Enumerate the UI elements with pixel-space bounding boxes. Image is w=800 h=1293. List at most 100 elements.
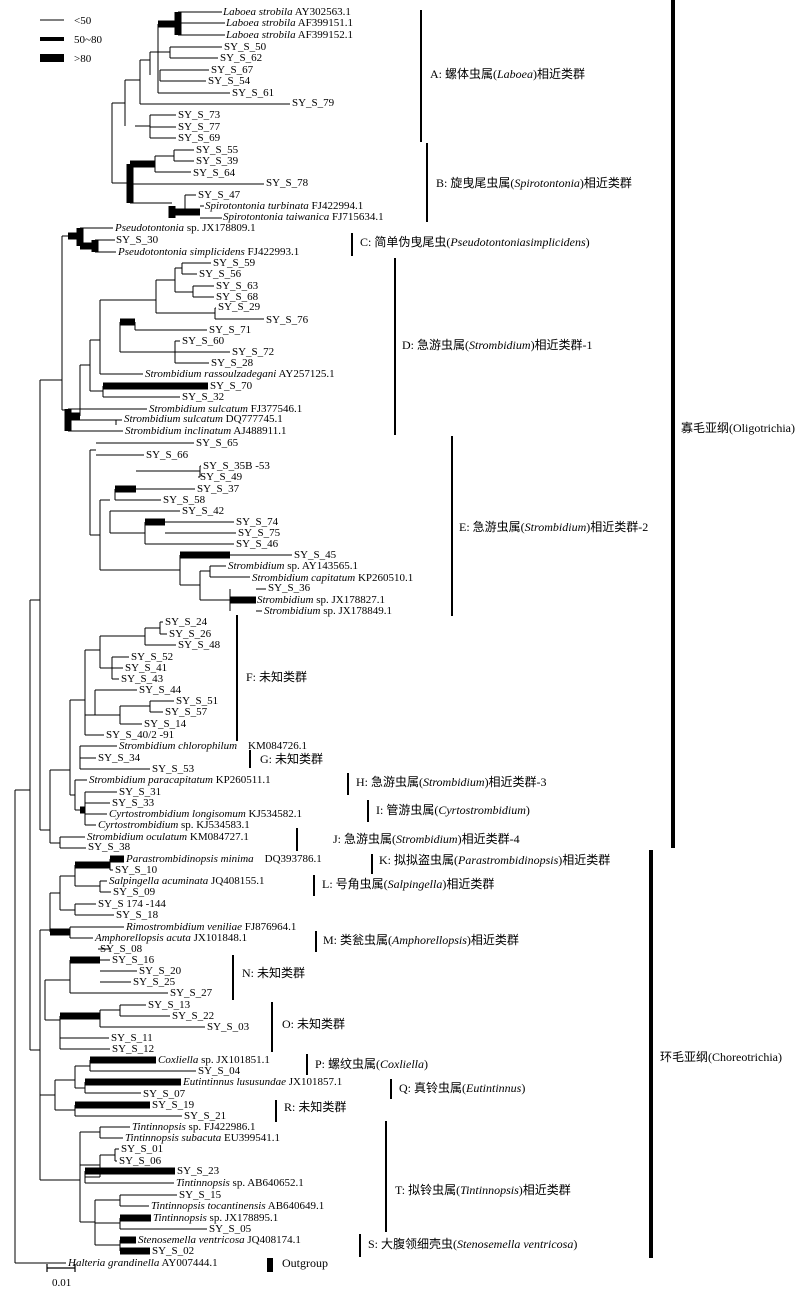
class-label: 环毛亚纲(Choreotrichia) (660, 1050, 782, 1064)
tip-label: SY_S_69 (178, 132, 221, 144)
tip-label-part: AY007444.1 (159, 1257, 217, 1269)
tip-label: Strombidium sp. AY143565.1 (228, 560, 358, 572)
tip-label-part: Strombidium rassoulzadegani (145, 368, 276, 380)
tip-label-part: Halteria grandinella (67, 1257, 160, 1269)
group-label: G: 未知类群 (260, 752, 323, 766)
tip-label-part: SY_S_07 (143, 1088, 186, 1100)
tip-label-part: Parastrombidinopsis minima (125, 853, 254, 865)
group-label-part: Parastrombidinopsis (457, 853, 559, 867)
group-label: M: 类瓮虫属(Amphorellopsis)相近类群 (323, 933, 519, 947)
tip-label: SY_S_15 (179, 1189, 222, 1201)
tip-label: SY_S_52 (131, 651, 173, 663)
tip-label: SY_S_66 (146, 449, 189, 461)
tip-label-part: SY_S_04 (198, 1065, 241, 1077)
tip-label: SY_S_63 (216, 280, 259, 292)
legend-label-low: <50 (74, 15, 92, 27)
tip-label-part: SY_S_45 (294, 549, 337, 561)
tip-label-part: SY_S_26 (169, 628, 212, 640)
group-label-part: D: 急游虫属( (402, 337, 469, 352)
tip-label: SY_S_09 (113, 886, 156, 898)
tip-label-part: SY_S_77 (178, 121, 221, 133)
group-label-part: M: 类瓮虫属( (323, 933, 392, 947)
tip-label-part: SY_S_40/2 -91 (106, 729, 174, 741)
tip-label: SY_S_77 (178, 121, 221, 133)
group-label-part: R: 未知类群 (284, 1100, 346, 1114)
tip-label-part: Strombidium inclinatum (125, 425, 231, 437)
tip-label: SY_S_53 (152, 763, 195, 775)
group-label: E: 急游虫属(Strombidium)相近类群-2 (459, 519, 648, 534)
tip-label: SY_S_04 (198, 1065, 241, 1077)
tip-label: SY_S_70 (210, 380, 253, 392)
tip-label-part: Tintinnopsis (176, 1177, 230, 1189)
tip-label: SY_S_54 (208, 75, 251, 87)
tip-label-part: SY_S_44 (139, 684, 182, 696)
tip-label-part: sp. JX178895.1 (207, 1212, 279, 1224)
group-label-part: ) (526, 803, 530, 817)
tip-label-part: SY_S_36 (268, 582, 311, 594)
class-label-part: 寡毛亚纲(Oligotrichia) (681, 420, 795, 435)
scale-bar: 0.01 (46, 1264, 76, 1289)
group-label-part: Laboea (496, 67, 533, 81)
tip-label: SY_S_55 (196, 144, 239, 156)
tip-label-part: Cyrtostrombidium (98, 819, 178, 831)
tip-label-part: SY_S_19 (152, 1099, 195, 1111)
tip-label-part: SY_S_31 (119, 786, 161, 798)
group-label: O: 未知类群 (282, 1017, 345, 1031)
tip-label-part: SY_S_02 (152, 1245, 194, 1257)
tip-label-part: Strombidium capitatum (252, 572, 355, 584)
tip-label-part: JQ408174.1 (245, 1234, 301, 1246)
tip-label-part: Amphorellopsis acuta (94, 932, 191, 944)
tip-label: SY_S_37 (197, 483, 240, 495)
tip-label: SY_S_44 (139, 684, 182, 696)
tip-label-part: SY_S_49 (200, 471, 243, 483)
group-label: D: 急游虫属(Strombidium)相近类群-1 (402, 337, 593, 352)
tip-label: Laboea strobila AF399152.1 (225, 29, 353, 41)
group-label-part: Stenosemella ventricosa (457, 1237, 573, 1251)
tip-label: SY_S_05 (209, 1223, 252, 1235)
tip-label-part: SY_S_03 (207, 1021, 250, 1033)
group-label-part: G: 未知类群 (260, 752, 323, 766)
tip-label: Strombidium sulcatum DQ777745.1 (124, 413, 283, 425)
tip-label-part: SY_S_08 (100, 943, 143, 955)
tip-label: Strombidium sp. JX178827.1 (257, 594, 385, 606)
tip-label-part: Strombidium (264, 605, 320, 617)
tip-label-part: SY_S_72 (232, 346, 274, 358)
tip-label: SY_S_61 (232, 87, 274, 99)
tip-label-part: SY_S_21 (184, 1110, 226, 1122)
tip-label-part: Pseudotontonia simplicidens (117, 246, 245, 258)
tip-label-part: SY_S_65 (196, 437, 239, 449)
tip-label: Tintinnopsis sp. AB640652.1 (176, 1177, 304, 1189)
tip-label: SY_S_51 (176, 695, 218, 707)
group-label: B: 旋曳尾虫属(Spirotontonia)相近类群 (436, 176, 632, 190)
tip-label-part: Pseudotontonia (114, 222, 185, 234)
tip-label-part: SY_S_35B -53 (203, 460, 270, 472)
tip-label-part: sp. JX178809.1 (184, 222, 256, 234)
tip-label: SY_S_39 (196, 155, 239, 167)
tip-label-part: Spirotontonia turbinata (205, 200, 309, 212)
tip-label: Laboea strobila AF399151.1 (225, 17, 353, 29)
tip-label-part: SY_S_06 (119, 1155, 162, 1167)
tip-label-part: SY_S_28 (211, 357, 254, 369)
group-label-part: H: 急游虫属( (356, 774, 423, 789)
tip-label-part: Strombidium paracapitatum (89, 774, 213, 786)
group-label-part: K: 拟拟盗虫属( (379, 852, 458, 867)
group-label-part: )相近类群 (580, 176, 632, 190)
tip-label-part: SY_S_38 (88, 841, 131, 853)
tip-label-part: FJ715634.1 (329, 211, 383, 223)
tip-label: SY_S_71 (209, 324, 251, 336)
tip-label-part: SY_S_20 (139, 965, 182, 977)
tip-label: Stenosemella ventricosa JQ408174.1 (138, 1234, 301, 1246)
tip-label-part: SY_S_42 (182, 505, 224, 517)
tip-label-part: sp. FJ422986.1 (186, 1121, 256, 1133)
tip-label-part: SY_S_29 (218, 301, 261, 313)
tip-label-part: FJ876964.1 (242, 921, 296, 933)
group-label-part: )相近类群 (558, 853, 610, 867)
tip-label: SY_S_47 (198, 189, 241, 201)
tip-label: SY_S_67 (211, 64, 254, 76)
group-label-part: J: 急游虫属( (333, 831, 396, 846)
tip-label-part: SY_S_16 (112, 954, 155, 966)
group-label-part: C: 简单伪曳尾虫( (360, 235, 450, 249)
tip-label-part: SY_S_14 (144, 718, 187, 730)
tip-label: SY_S_46 (236, 538, 279, 550)
